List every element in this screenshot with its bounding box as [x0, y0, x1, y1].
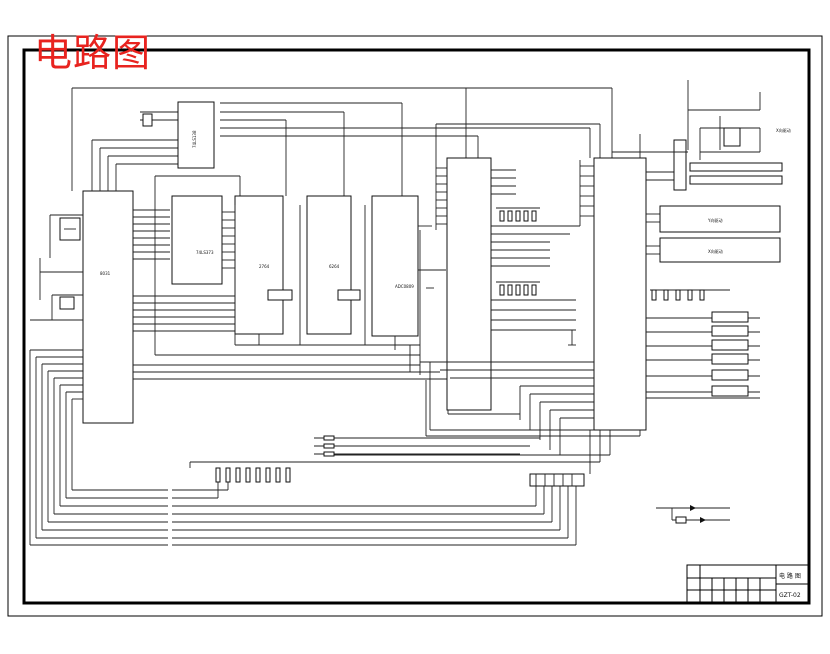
page-title: 电路图 [34, 31, 152, 75]
top-wiring [71, 87, 613, 356]
eprom-label: 2764 [259, 264, 270, 269]
decoder-label: 74LS138 [192, 130, 197, 148]
diode-network [656, 505, 730, 524]
bottom-wiring [190, 361, 641, 474]
ram-label: 6264 [329, 264, 340, 269]
bottom-resistors [215, 435, 585, 487]
latch-label: 74LS373 [196, 250, 214, 255]
drawing-number: GZT-02 [779, 592, 801, 599]
latch-74ls373: 74LS373 [171, 195, 235, 285]
display-upper-label: Y向驱动 [707, 217, 722, 223]
sheet-inner-frame [22, 48, 811, 605]
cpu-label: 8031 [100, 271, 111, 276]
cpu-8031: 8031 [29, 190, 450, 545]
adc-label: ADC0809 [395, 284, 414, 289]
eprom-2764: 2764 [234, 195, 293, 345]
mcu-right [579, 157, 760, 431]
adc-0809: ADC0809 [371, 195, 446, 350]
data-bus [234, 205, 421, 375]
io-chip-middle [435, 157, 580, 411]
bottom-bus [30, 462, 577, 546]
sheet-outer-frame [7, 35, 823, 617]
ram-6264: 6264 [306, 195, 361, 335]
display-lower-label: X向驱动 [708, 248, 723, 254]
title-block: 电 路 图 GZT-02 [686, 564, 810, 604]
driver-label: X向驱动 [776, 127, 791, 133]
decoder-74ls138: 74LS138 [142, 101, 215, 169]
title-block-label: 电 路 图 [779, 572, 801, 580]
driver-circuit: X向驱动 [612, 80, 791, 160]
display-modules: Y向驱动 X向驱动 [659, 139, 783, 263]
